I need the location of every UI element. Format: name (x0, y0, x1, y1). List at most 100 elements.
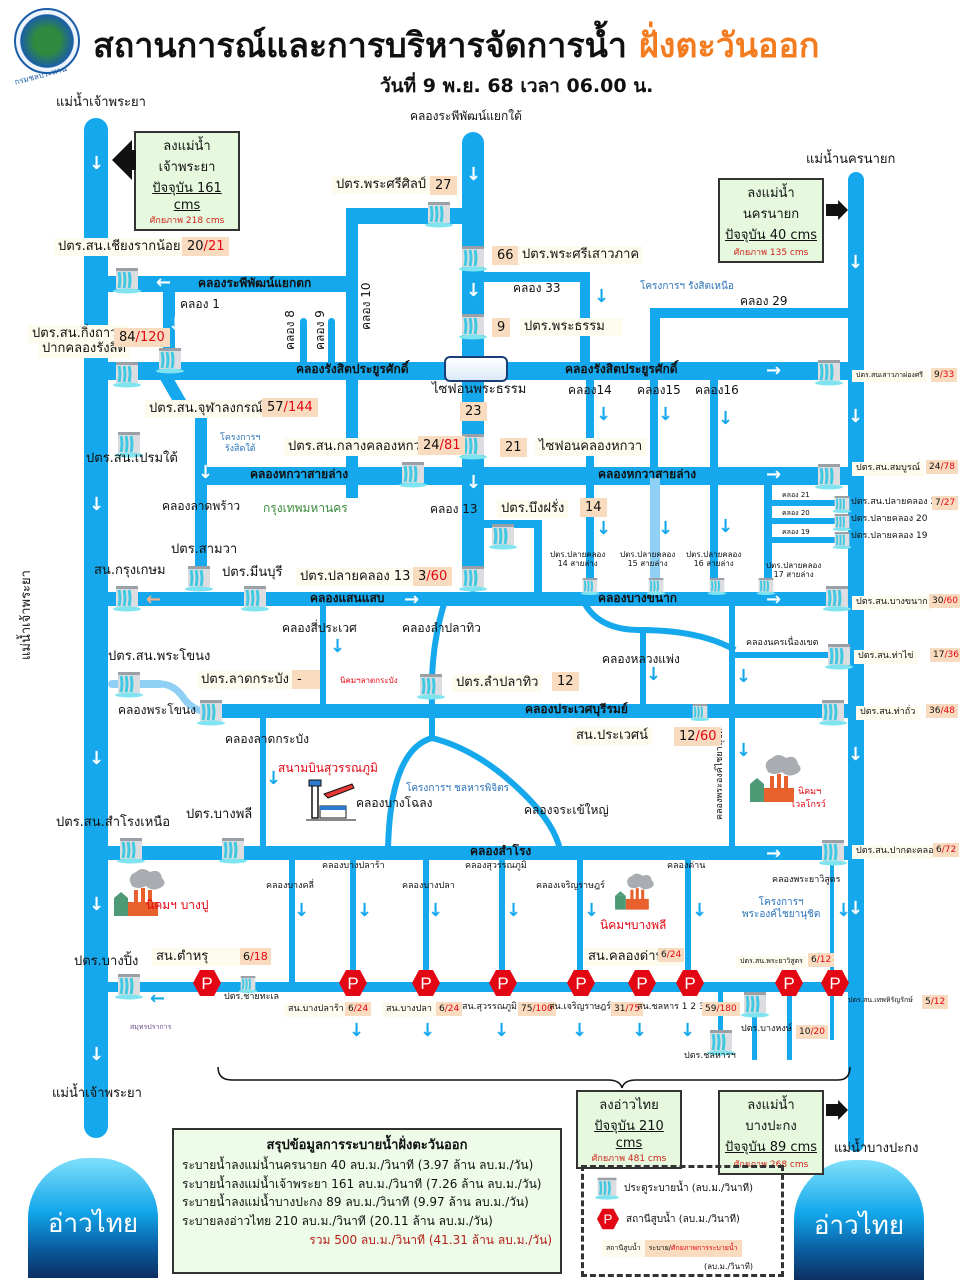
canal-label-raphiphat-west: คลองระพีพัฒน์แยกตก (198, 276, 312, 290)
station-tha-thua: ปตร.สน.ท่าถั่ว (856, 706, 920, 720)
pump-icon-tamru (192, 969, 222, 997)
station-plai-k13: ปตร.ปลายคลอง 13 (296, 568, 415, 587)
station-siphon-phra-tham: ไซฟอนพระธรรม (432, 382, 527, 397)
canal-label-bang-pla-ra: คลองบางปลาร้า (322, 861, 385, 871)
gate-icon-bueng-fang (488, 522, 518, 550)
gate-icon-klang-hokwa (398, 460, 428, 488)
bueng-fang-vertical (534, 520, 542, 600)
factory-icon-wellgrow (746, 754, 806, 804)
capacity: 33 (942, 370, 955, 380)
capacity-wrap: /60 (426, 569, 448, 584)
flow-arrow-down: ↓ (596, 404, 612, 425)
callout-title: ลงอ่าวไทย (599, 1098, 659, 1113)
station-klang-hokwa-value: 24/81 (418, 436, 466, 455)
station-tha-khai-value: 17/36 (930, 648, 960, 662)
station-siphon-hokwa: ไซฟอนคลองหกวา (535, 438, 647, 457)
factory-icon-bang-phli (612, 872, 658, 912)
chonlahan-loop (385, 718, 563, 851)
gate-icon-plai-k20 (832, 512, 852, 532)
station-tha-thua-value: 36/48 (926, 704, 958, 718)
capacity-wrap: /48 (940, 706, 955, 716)
legend-unit: (ลบ.ม./วินาที) (704, 1262, 754, 1271)
callout-bang-pakong: ลงแม่น้ำบางปะกง ปัจจุบัน 89 cms ศักยภาพ … (718, 1090, 824, 1175)
charoen-rat-canal (577, 860, 583, 986)
station-plai-k17: ปตร.ปลายคลอง 17 สายล่าง (766, 561, 822, 579)
discharge: 57 (267, 400, 284, 415)
station-thep-hirunrak-value: 5/12 (922, 995, 949, 1009)
station-chai-thale: ปตร.ชายทะเล (224, 992, 280, 1002)
capacity: 60 (699, 729, 717, 744)
canal-label-k19: คลอง 19 (782, 528, 810, 536)
k17-canal (764, 484, 772, 600)
station-prem-tai: ปตร.สน.เปรมใต้ (86, 451, 178, 466)
station-bang-hong-value: 10/20 (796, 1025, 828, 1039)
station-lat-krabang: ปตร.ลาดกระบัง (197, 671, 293, 690)
canal-label-bang-pla: คลองบางปลา (402, 881, 455, 891)
flow-arrow-down: ↓ (428, 900, 444, 921)
canal-label-hokwa-w: คลองหกวาสายล่าง (250, 467, 349, 481)
flow-arrow-down: ↓ (718, 516, 734, 537)
pump-icon-bang-pla-ra (338, 969, 368, 997)
discharge: 59 (705, 1004, 717, 1014)
station-plai-k15: ปตร.ปลายคลอง 15 สายล่าง (620, 550, 676, 568)
canal-label-saen-saep: คลองแสนแสบ (310, 591, 385, 605)
gate-icon-plai-k21 (832, 494, 852, 514)
khlong-dan-canal (685, 860, 691, 986)
station-plai-k14: ปตร.ปลายคลอง 14 สายล่าง (550, 550, 606, 568)
callout-capacity: ศักยภาพ 481 cms (591, 1154, 667, 1164)
legend-value-row: สถานีสูบน้ำ ระบาย/ศักยภาพการระบายน้ำ (602, 1240, 742, 1257)
legend-pump-row: สถานีสูบน้ำ (ลบ.ม./วินาที) (596, 1208, 740, 1230)
k29-canal (650, 308, 855, 318)
station-chulalongkorn-value: 57/144 (262, 398, 318, 417)
capacity: 48 (943, 706, 955, 716)
capacity-wrap: /81 (439, 438, 461, 453)
station-sam-wa: ปตร.สามวา (171, 542, 238, 557)
legend-gate-icon (594, 1176, 620, 1200)
arrow-to-chao-phraya (112, 140, 132, 180)
station-suvarnabhumi: สน.สุวรรณภูมิ (462, 1002, 517, 1012)
callout-title: ลงแม่น้ำนครนายก (742, 186, 800, 222)
flow-arrow-down: ↓ (330, 636, 346, 657)
k19-canal (770, 537, 856, 543)
capacity: 24 (669, 950, 682, 960)
capacity: 27 (943, 498, 956, 508)
legend-pump-icon (596, 1208, 620, 1230)
gate-icon-plai-k13 (458, 564, 488, 592)
callout-title: ลงแม่น้ำเจ้าพระยา (158, 139, 216, 175)
capacity-wrap: /180 (716, 1004, 737, 1014)
capacity-wrap: /24 (353, 1004, 369, 1014)
flow-arrow-right: → (766, 589, 782, 610)
station-king-thawon-1: ปตร.สน.กิ่งถาวร (28, 325, 129, 344)
bang-pla-ra-canal (350, 860, 356, 986)
area-bangkok: กรุงเทพมหานคร (263, 501, 348, 515)
discharge: 6 (811, 955, 817, 965)
flow-arrow-down: ↓ (168, 314, 184, 335)
station-tamru-value: 6/18 (240, 948, 271, 965)
station-klong-dan-2: สน.คลองด่าน 2 (584, 948, 681, 967)
canal-label-lat-krabang: คลองลาดกระบัง (225, 732, 309, 746)
station-phra-tham-value: 9 (492, 318, 511, 337)
station-prawet-value: 12/60 (674, 727, 722, 746)
pump-icon-chonlahan-123 (675, 969, 705, 997)
title-main: สถานการณ์และการบริหารจัดการน้ำ (93, 26, 627, 66)
k20-canal (770, 518, 856, 524)
flow-arrow-right: → (404, 589, 420, 610)
flow-arrow-down: ↓ (466, 164, 482, 185)
capacity-wrap: /120 (135, 330, 165, 345)
discharge: 12 (679, 729, 696, 744)
summary-line: ระบายน้ำลงแม่น้ำเจ้าพระยา 161 ลบ.ม./วินา… (182, 1176, 542, 1191)
station-chiang-rak-noi: ปตร.สน.เชียงรากน้อย (54, 238, 185, 257)
gate-icon-bang-hong (740, 990, 770, 1018)
flow-arrow-down: ↓ (198, 462, 214, 483)
river-label-nakhon-nayok: แม่น้ำนครนายก (806, 152, 896, 167)
area-airport: สนามบินสุวรรณภูมิ (278, 761, 378, 775)
bang-khanak-branch (582, 602, 737, 653)
capacity: 75 (628, 1004, 640, 1014)
capacity: 72 (944, 845, 957, 855)
gate-icon-tha-khai (824, 642, 854, 670)
capacity: 12 (819, 955, 832, 965)
station-plai-k20: ปตร.ปลายคลอง 20 (851, 514, 928, 524)
gate-icon-plai-k15 (646, 576, 666, 596)
bang-pla-canal (423, 860, 429, 986)
